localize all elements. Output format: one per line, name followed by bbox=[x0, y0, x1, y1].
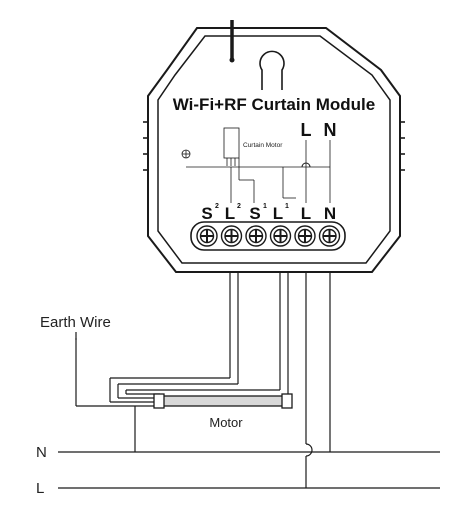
terminal-label-l: L bbox=[301, 204, 311, 223]
terminal-screw bbox=[318, 225, 341, 247]
top-label-n: N bbox=[324, 120, 337, 140]
terminal-label-s2: S bbox=[201, 204, 212, 223]
line-l-label: L bbox=[36, 480, 44, 497]
motor-tube bbox=[153, 393, 293, 409]
terminal-block bbox=[190, 221, 346, 251]
terminal-label-s1: S bbox=[249, 204, 260, 223]
motor-label: Motor bbox=[209, 415, 243, 430]
external-wiring bbox=[58, 272, 440, 489]
terminal-sup-l2: 2 bbox=[237, 203, 241, 210]
terminal-label-l1: L bbox=[273, 204, 283, 223]
terminal-sup-s1: 1 bbox=[263, 203, 267, 210]
module-title: Wi-Fi+RF Curtain Module bbox=[173, 95, 375, 114]
antenna bbox=[229, 20, 235, 63]
terminal-label-l2: L bbox=[225, 204, 235, 223]
terminal-labels: S 2 L 2 S 1 L 1 L N bbox=[201, 203, 336, 223]
terminal-screw bbox=[294, 225, 316, 247]
earth-wire-label: Earth Wire bbox=[40, 314, 111, 331]
terminal-screw bbox=[220, 225, 243, 247]
housing-ribs bbox=[143, 121, 405, 171]
curtain-motor-label: Curtain Motor bbox=[243, 142, 283, 149]
module-housing bbox=[147, 27, 401, 273]
terminal-sup-l1: 1 bbox=[285, 203, 289, 210]
terminal-sup-s2: 2 bbox=[215, 203, 219, 210]
terminal-screw bbox=[245, 225, 267, 247]
terminal-label-n: N bbox=[324, 204, 336, 223]
line-n-label: N bbox=[36, 444, 47, 461]
top-label-l: L bbox=[301, 120, 312, 140]
terminal-screw bbox=[269, 225, 292, 247]
terminal-screw bbox=[196, 225, 218, 247]
mounting-keyhole bbox=[259, 50, 285, 90]
internal-schematic bbox=[181, 127, 331, 203]
